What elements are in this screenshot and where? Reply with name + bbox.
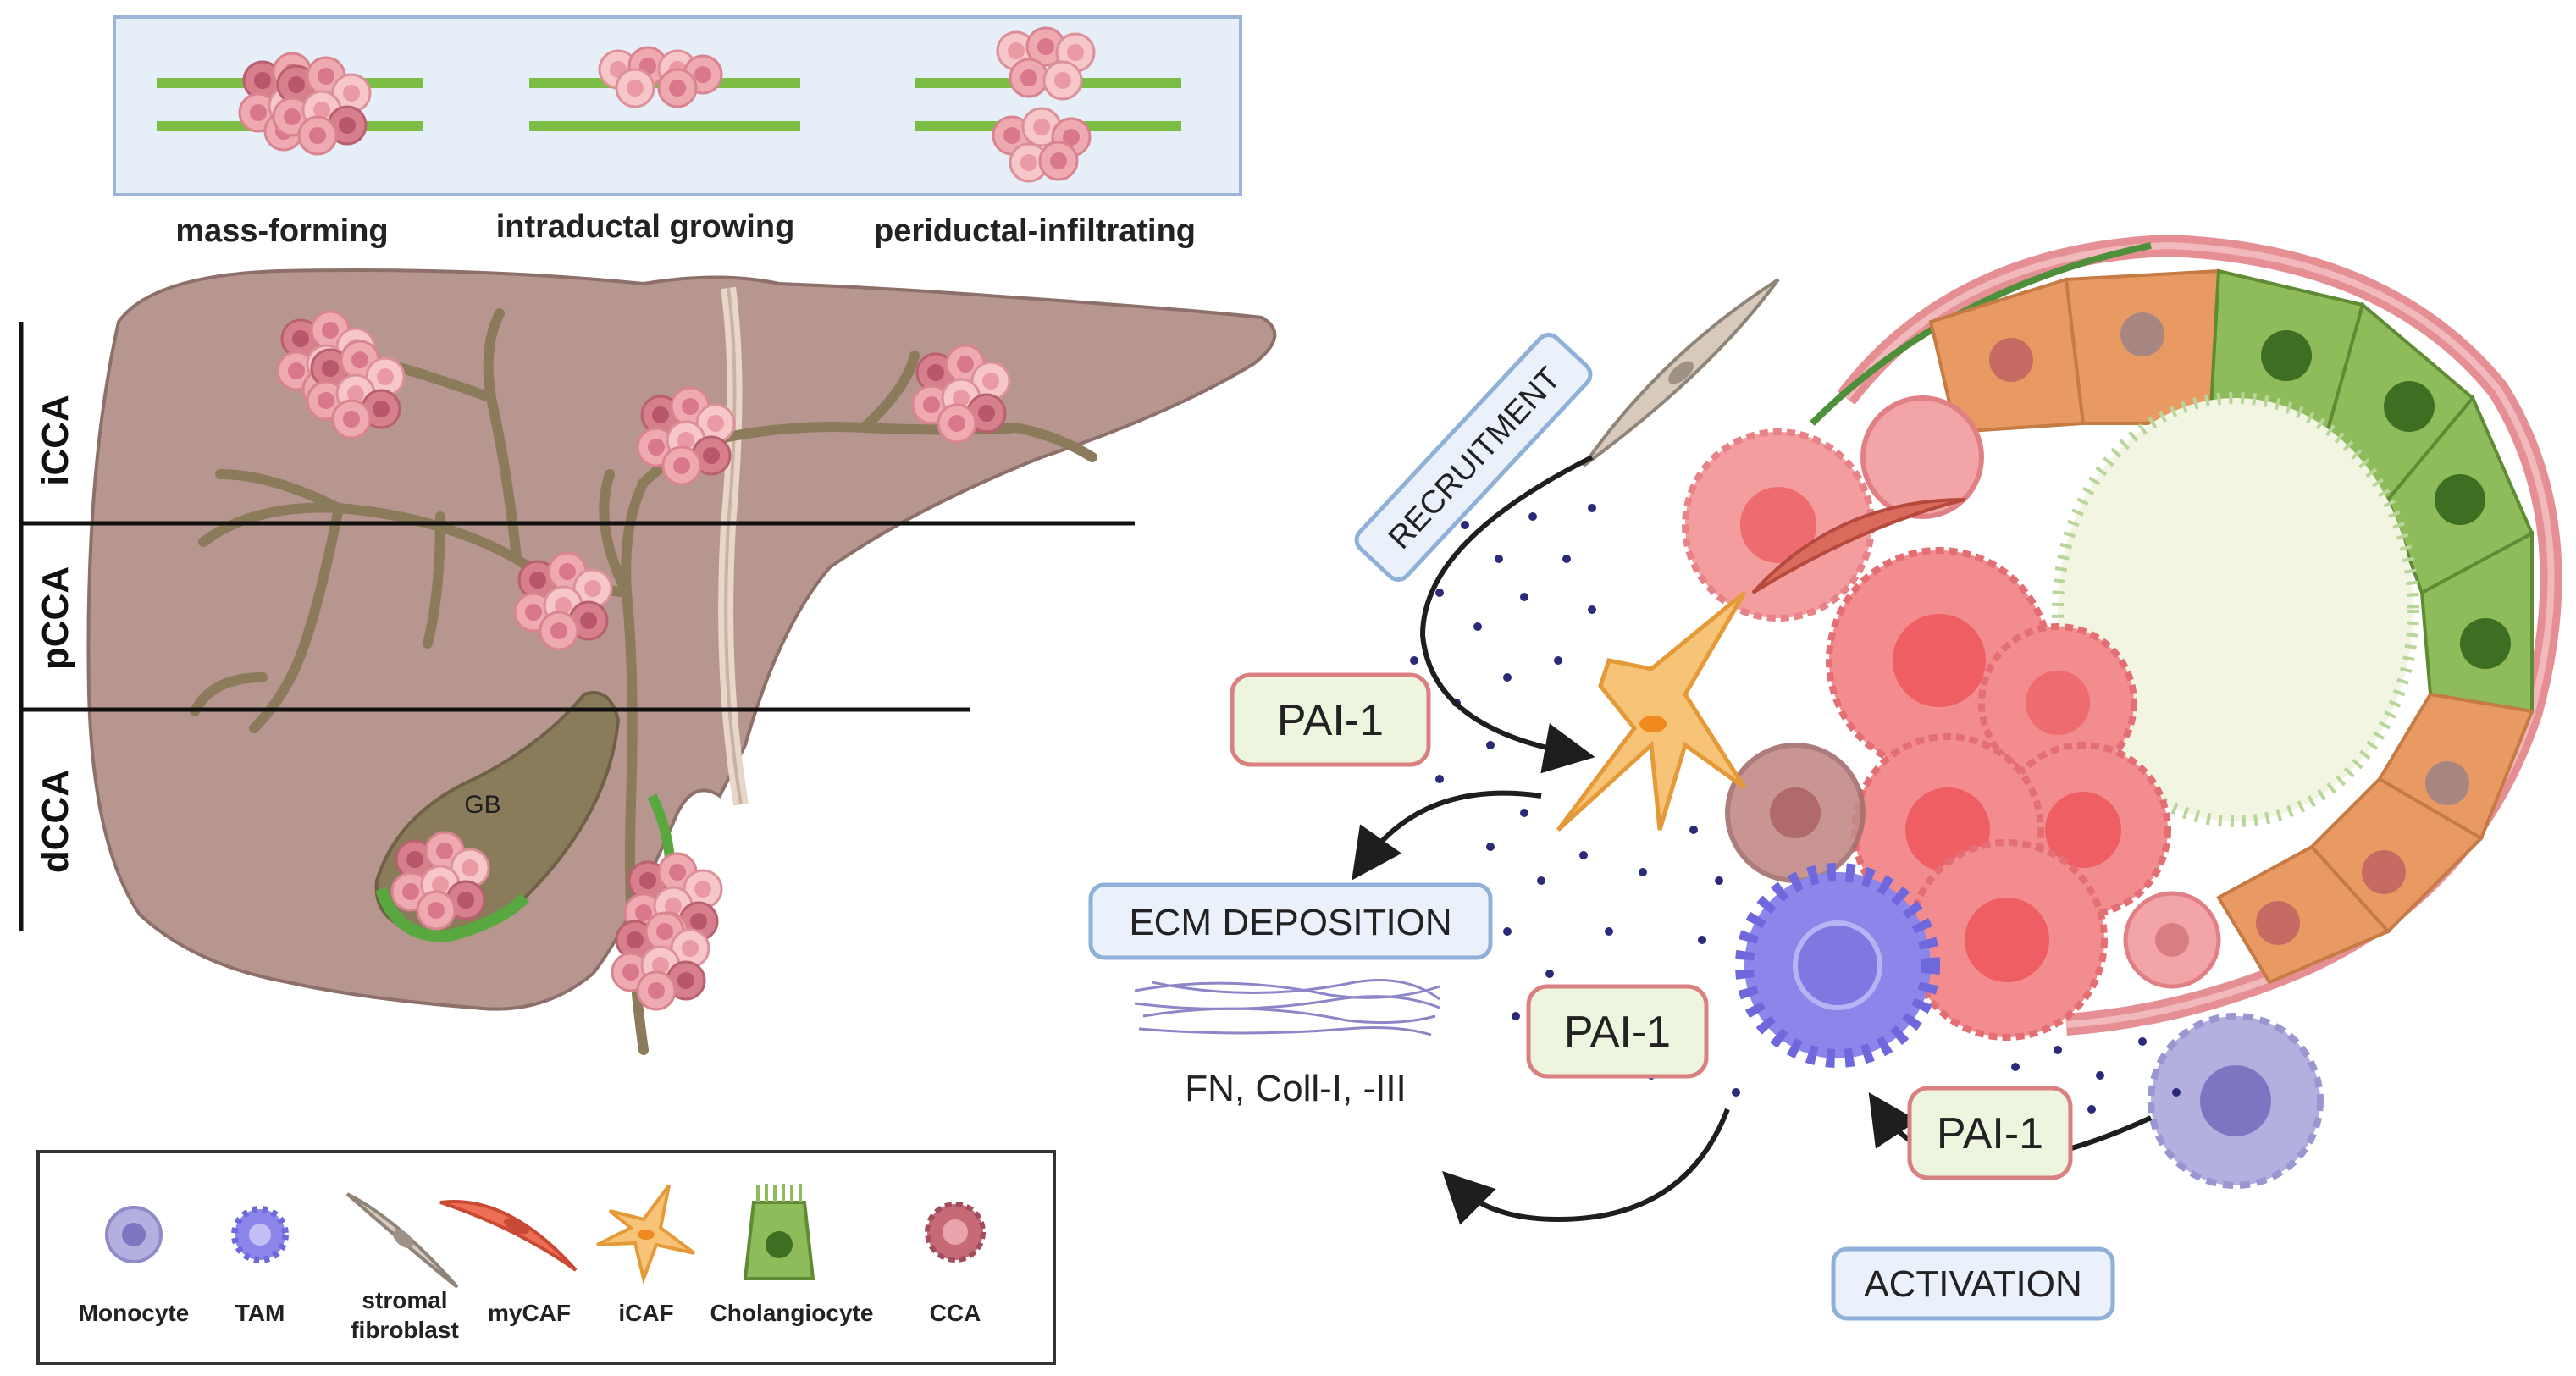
intraductal-label: intraductal growing <box>496 209 795 245</box>
cca-legend-icon <box>925 1202 986 1263</box>
stromal-fibroblast-cell <box>1582 278 1780 467</box>
tumor-microenvironment: RECRUITMENT PAI-1 PAI-1 PAI-1 ECM DEPOSI… <box>1088 234 2562 1321</box>
mass-forming-illustration <box>157 53 423 154</box>
tam-cell <box>1735 863 1940 1068</box>
legend-fibroblast: fibroblast <box>351 1317 459 1343</box>
recruitment-arrow <box>1419 455 1595 774</box>
secreted-pai1-dots <box>1401 504 2181 1114</box>
legend-icaf: iCAF <box>618 1300 673 1326</box>
legend-cca: CCA <box>930 1300 981 1326</box>
icaf-legend-icon <box>596 1184 696 1285</box>
intraductal-illustration <box>529 46 800 131</box>
pai1-label-3: PAI-1 <box>1937 1109 2043 1158</box>
pCCA-label: pCCA <box>35 566 76 670</box>
legend-monocyte: Monocyte <box>79 1300 190 1326</box>
legend-stromal: stromal <box>362 1287 447 1313</box>
cholangiocyte-layer <box>1928 268 2535 985</box>
pai1-box-1: PAI-1 <box>1230 672 1431 767</box>
mass-forming-label: mass-forming <box>175 213 388 249</box>
legend-tam: TAM <box>235 1300 285 1326</box>
mycaf-cell <box>1751 498 1965 594</box>
icaf-cell <box>1556 591 1747 832</box>
ecm-deposition-arrow <box>1352 790 1542 881</box>
pai1-label-2: PAI-1 <box>1564 1008 1671 1057</box>
gallbladder-label: GB <box>464 791 500 819</box>
pai1-box-3: PAI-1 <box>1907 1086 2073 1180</box>
duct-lumen <box>2052 392 2419 827</box>
ecm-fibers <box>1134 979 1440 1036</box>
dCCA-label: dCCA <box>35 770 76 873</box>
activation-label-box: ACTIVATION <box>1831 1246 2115 1321</box>
monocyte-cell <box>2148 1013 2324 1189</box>
pai1-label-1: PAI-1 <box>1277 696 1384 745</box>
pai1-box-2: PAI-1 <box>1526 984 1709 1079</box>
iCCA-label: iCCA <box>35 395 76 486</box>
stromal-fibroblast-legend-icon <box>345 1192 459 1289</box>
mycaf-legend-icon <box>439 1200 578 1272</box>
cholangiocyte-legend-icon <box>743 1184 815 1280</box>
legend-cholangiocyte: Cholangiocyte <box>710 1300 874 1326</box>
activation-label: ACTIVATION <box>1864 1263 2082 1305</box>
legend: Monocyte TAM stromal fibroblast myCAF iC… <box>36 1150 1056 1365</box>
legend-mycaf: myCAF <box>488 1300 571 1326</box>
periductal-label: periductal-infiltrating <box>874 213 1196 249</box>
liver-illustration: GB <box>86 268 1277 1055</box>
ecm-deposition-label: ECM DEPOSITION <box>1129 902 1451 943</box>
periductal-illustration <box>915 26 1181 183</box>
ecm-components-label: FN, Coll-I, -III <box>1185 1068 1407 1109</box>
monocyte-legend-icon <box>105 1206 163 1263</box>
tam-output-arrow <box>1442 1108 1730 1225</box>
growth-types-panel: mass-forming intraductal growing periduc… <box>113 15 1242 249</box>
tam-legend-icon <box>231 1206 289 1263</box>
ecm-deposition-label-box: ECM DEPOSITION <box>1088 882 1493 960</box>
recruitment-label: RECRUITMENT <box>1382 361 1567 556</box>
recruitment-label-box: RECRUITMENT <box>1354 333 1593 582</box>
